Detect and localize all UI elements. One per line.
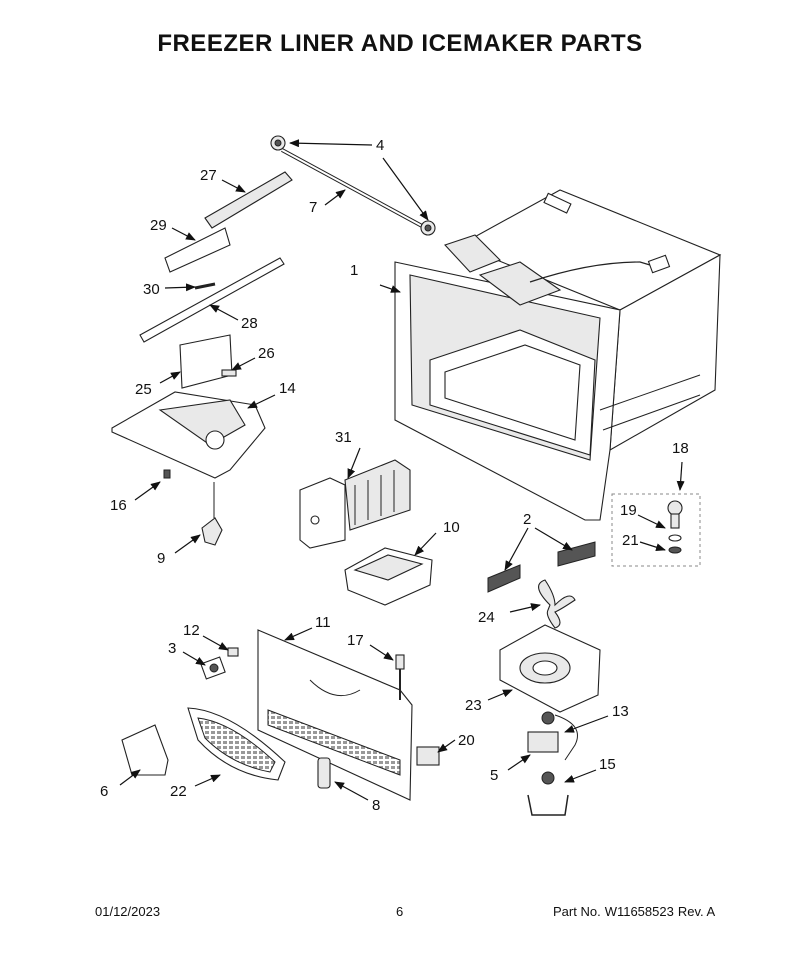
callout-5: 5 (490, 767, 498, 784)
callout-3: 3 (168, 640, 176, 657)
callout-8: 8 (372, 797, 380, 814)
gasket-strip-part (416, 746, 440, 766)
callout-27: 27 (200, 167, 217, 184)
callout-12: 12 (183, 622, 200, 639)
revision: Rev. A (677, 904, 716, 919)
callout-7: 7 (309, 199, 317, 216)
callout-28: 28 (241, 315, 258, 332)
callout-labels: 1 2 3 4 5 6 7 8 9 10 11 12 13 14 15 16 1… (100, 137, 689, 814)
callout-9: 9 (157, 550, 165, 567)
callout-13: 13 (612, 703, 629, 720)
rear-panel-part (257, 629, 413, 801)
fan-shroud-part (499, 579, 601, 713)
callout-16: 16 (110, 497, 127, 514)
bracket-screw-part (179, 334, 237, 389)
leader-lines (119, 139, 685, 801)
callout-6: 6 (100, 783, 108, 800)
callout-30: 30 (143, 281, 160, 298)
fan-mount-part (200, 647, 239, 680)
valve-kit-part (611, 493, 701, 567)
ice-tray-part (344, 547, 433, 606)
footer-date: 01/12/2023 (95, 904, 161, 919)
sensor-part (395, 654, 405, 700)
callout-29: 29 (150, 217, 167, 234)
callout-31: 31 (335, 429, 352, 446)
callout-19: 19 (620, 502, 637, 519)
callout-4: 4 (376, 137, 384, 154)
callout-25: 25 (135, 381, 152, 398)
callout-18: 18 (672, 440, 689, 457)
grille-cover-part (121, 707, 286, 781)
footer-page-number: 6 (396, 904, 404, 919)
callout-20: 20 (458, 732, 475, 749)
callout-23: 23 (465, 697, 482, 714)
part-number: W11658523 (604, 904, 674, 919)
callout-10: 10 (443, 519, 460, 536)
part-label: Part No. (553, 904, 601, 919)
fan-motor-part (527, 711, 578, 816)
page-title: FREEZER LINER AND ICEMAKER PARTS (157, 30, 643, 57)
auger-shaft-part (270, 135, 436, 236)
callout-14: 14 (279, 380, 296, 397)
ice-housing-part (111, 391, 266, 479)
freezer-liner-part (394, 189, 722, 521)
callout-1: 1 (350, 262, 358, 279)
callout-11: 11 (315, 614, 331, 631)
callout-21: 21 (622, 532, 639, 549)
callout-17: 17 (347, 632, 364, 649)
callout-24: 24 (478, 609, 495, 626)
callout-26: 26 (258, 345, 275, 362)
handle-part (201, 482, 223, 546)
callout-22: 22 (170, 783, 187, 800)
callout-15: 15 (599, 756, 616, 773)
clip-part (317, 757, 331, 789)
rails-brackets-part (139, 171, 293, 343)
icemaker-part (299, 459, 411, 549)
callout-2: 2 (523, 511, 531, 528)
